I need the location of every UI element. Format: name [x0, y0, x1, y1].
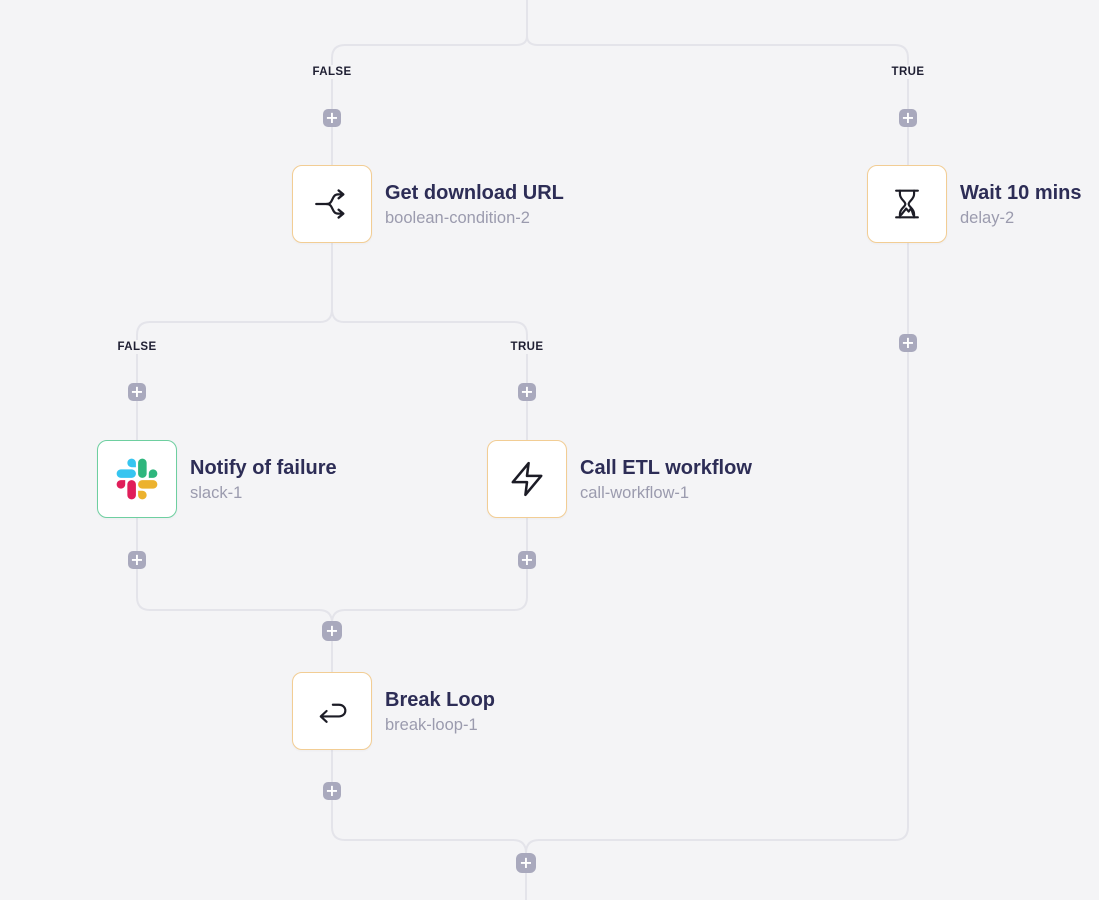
- plus-icon: +: [325, 620, 339, 640]
- branch-label-outer-false: FALSE: [309, 65, 355, 79]
- node-icon-box[interactable]: [292, 672, 372, 750]
- node-text: Notify of failure slack-1: [190, 456, 337, 503]
- node-title: Notify of failure: [190, 456, 337, 479]
- slack-icon: [116, 458, 158, 500]
- node-icon-box[interactable]: [487, 440, 567, 518]
- break-loop-return-icon: [319, 703, 347, 723]
- add-step-button[interactable]: +: [518, 551, 536, 569]
- plus-icon: +: [130, 381, 144, 401]
- branch-label-outer-true: TRUE: [888, 65, 928, 79]
- node-break-loop[interactable]: Break Loop break-loop-1: [292, 672, 495, 750]
- add-step-button[interactable]: +: [899, 334, 917, 352]
- plus-icon: +: [901, 107, 915, 127]
- node-icon-box[interactable]: [97, 440, 177, 518]
- add-step-button[interactable]: +: [323, 109, 341, 127]
- node-subtitle: call-workflow-1: [580, 483, 690, 502]
- hourglass-icon: [895, 189, 919, 219]
- node-text: Break Loop break-loop-1: [385, 688, 495, 735]
- lightning-bolt-icon: [511, 461, 543, 497]
- node-subtitle: slack-1: [190, 483, 243, 502]
- plus-icon: +: [520, 549, 534, 569]
- node-notify-of-failure[interactable]: Notify of failure slack-1: [97, 440, 337, 518]
- node-subtitle: break-loop-1: [385, 715, 478, 734]
- node-title: Wait 10 mins: [960, 181, 1082, 204]
- plus-icon: +: [130, 549, 144, 569]
- plus-icon: +: [325, 107, 339, 127]
- node-title: Break Loop: [385, 688, 496, 711]
- node-call-etl-workflow[interactable]: Call ETL workflow call-workflow-1: [487, 440, 752, 518]
- plus-icon: +: [325, 780, 339, 800]
- node-wait-10-mins[interactable]: Wait 10 mins delay-2: [867, 165, 1082, 243]
- node-text: Get download URL boolean-condition-2: [385, 181, 564, 228]
- node-icon-box[interactable]: [292, 165, 372, 243]
- add-step-button[interactable]: +: [516, 853, 536, 873]
- add-step-button[interactable]: +: [518, 383, 536, 401]
- node-title: Get download URL: [385, 181, 564, 204]
- node-text: Call ETL workflow call-workflow-1: [580, 456, 752, 503]
- plus-icon: +: [520, 381, 534, 401]
- branch-condition-icon: [315, 189, 345, 219]
- add-step-button[interactable]: +: [323, 782, 341, 800]
- branch-label-inner-false: FALSE: [114, 340, 160, 354]
- node-subtitle: delay-2: [960, 208, 1015, 227]
- node-get-download-url[interactable]: Get download URL boolean-condition-2: [292, 165, 564, 243]
- plus-icon: +: [901, 332, 915, 352]
- node-title: Call ETL workflow: [580, 456, 752, 479]
- node-text: Wait 10 mins delay-2: [960, 181, 1082, 228]
- node-subtitle: boolean-condition-2: [385, 208, 530, 227]
- add-step-button[interactable]: +: [128, 383, 146, 401]
- branch-label-inner-true: TRUE: [507, 340, 547, 354]
- add-step-button[interactable]: +: [899, 109, 917, 127]
- plus-icon: +: [519, 852, 533, 872]
- add-step-button[interactable]: +: [128, 551, 146, 569]
- node-icon-box[interactable]: [867, 165, 947, 243]
- add-step-button[interactable]: +: [322, 621, 342, 641]
